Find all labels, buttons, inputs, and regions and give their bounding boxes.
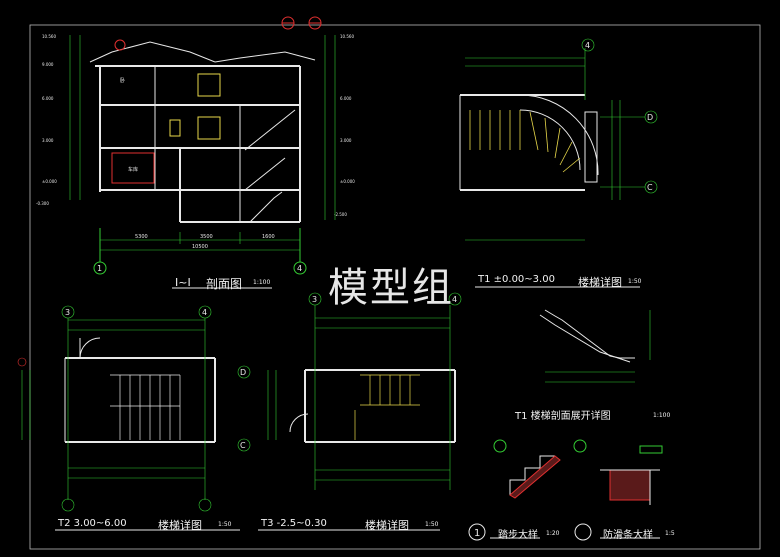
t3-name: 楼梯详图 <box>365 519 409 532</box>
svg-text:10.560: 10.560 <box>42 34 56 39</box>
svg-text:-0.300: -0.300 <box>36 201 49 206</box>
t1-section-scale: 1:100 <box>653 412 671 419</box>
section-room-a: 卧 <box>120 77 125 84</box>
t3-dims <box>267 292 462 490</box>
sheet-border <box>29 24 761 550</box>
t3-treads <box>354 374 420 440</box>
t3-axis-4: 4 <box>452 295 457 304</box>
section-title-mark: I~I <box>175 276 191 289</box>
t3-title: T3 -2.5~0.30 <box>261 518 327 529</box>
section-drawing <box>89 41 316 223</box>
t2-title: T2 3.00~6.00 <box>58 518 127 529</box>
t2-axis-d: D <box>240 368 246 377</box>
svg-text:3.000: 3.000 <box>42 138 54 143</box>
detail-2-name: 防滑条大样 <box>603 530 653 541</box>
detail-2-scale: 1:5 <box>665 530 675 537</box>
svg-text:3.000: 3.000 <box>340 138 352 143</box>
svg-text:9.000: 9.000 <box>42 62 54 67</box>
detail-1-name: 踏步大样 <box>498 530 538 541</box>
detail-1-bubble <box>468 523 486 541</box>
section-room-b: 车库 <box>128 166 138 173</box>
t1-dims <box>465 38 658 241</box>
t2-axis-c: C <box>240 441 246 450</box>
section-red-marks <box>114 16 322 51</box>
svg-text:±0.000: ±0.000 <box>340 179 355 184</box>
axis-label-1: 1 <box>97 264 102 273</box>
t1-treads <box>469 110 581 173</box>
svg-text:10.560: 10.560 <box>340 34 354 39</box>
t2-axis-3: 3 <box>65 308 70 317</box>
t2-dims <box>17 305 251 512</box>
section-scale: 1:100 <box>253 279 271 286</box>
section-dim-part-2: 3500 <box>200 234 213 240</box>
t1-title: T1 ±0.00~3.00 <box>478 274 555 285</box>
section-title: 剖面图 <box>206 277 243 291</box>
t3-axis-3: 3 <box>312 295 317 304</box>
t3-scale: 1:50 <box>425 521 439 528</box>
t3-plan <box>289 369 456 443</box>
t1-scale: 1:50 <box>628 278 642 285</box>
t1-axis-d: D <box>647 113 653 122</box>
t2-treads <box>110 374 181 440</box>
section-dim-part-1: 5300 <box>135 234 148 240</box>
detail-2-drawing <box>600 445 663 505</box>
detail-1-number: 1 <box>474 528 480 539</box>
detail-2-bubble <box>574 523 592 541</box>
section-dim-left <box>69 35 336 220</box>
t2-scale: 1:50 <box>218 521 232 528</box>
t2-axis-4: 4 <box>202 308 207 317</box>
t1-axis-4: 4 <box>585 41 590 50</box>
t1-name: 楼梯详图 <box>578 276 622 289</box>
section-axes <box>93 228 307 275</box>
t1-plan <box>459 94 599 191</box>
section-windows <box>111 73 221 184</box>
t1-section-dims <box>545 310 651 383</box>
detail-1-scale: 1:20 <box>546 530 560 537</box>
detail-1-drawing <box>493 439 587 499</box>
section-level-marks: 10.560 9.000 6.000 3.000 ±0.000 -0.300 1… <box>36 34 355 217</box>
t2-plan <box>64 337 216 443</box>
t1-section-title: T1 楼梯剖面展开详图 <box>515 411 611 422</box>
svg-text:6.000: 6.000 <box>42 96 54 101</box>
svg-text:6.000: 6.000 <box>340 96 352 101</box>
section-dim-part-3: 1600 <box>262 234 275 240</box>
t2-name: 楼梯详图 <box>158 519 202 532</box>
section-dim-total: 10500 <box>192 244 208 250</box>
watermark: 模型组 <box>328 265 454 311</box>
t1-section-unfold <box>539 309 635 363</box>
svg-text:±0.000: ±0.000 <box>42 179 57 184</box>
svg-text:-2.500: -2.500 <box>334 212 347 217</box>
axis-label-4: 4 <box>297 264 302 273</box>
t1-axis-c: C <box>647 183 653 192</box>
